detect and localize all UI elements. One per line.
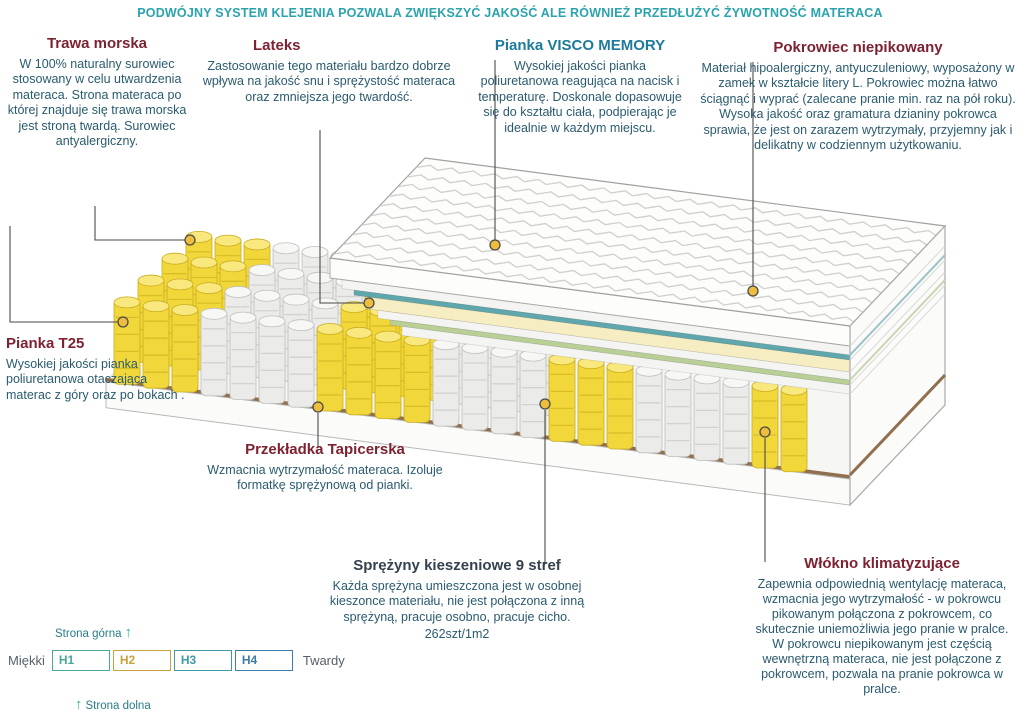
- section-przekladka: Przekładka Tapicerska Wzmacnia wytrzymał…: [203, 441, 447, 494]
- scale-soft-label: Miękki: [8, 653, 45, 668]
- leader-dot-sprezyny: [539, 398, 551, 410]
- arrow-up-icon: ↑: [75, 696, 83, 713]
- section-pianka-visco: Pianka VISCO MEMORY Wysokiej jakości pia…: [474, 37, 686, 136]
- section-title-pianka-visco: Pianka VISCO MEMORY: [494, 37, 666, 54]
- section-body-lateks: Zastosowanie tego materiału bardzo dobrz…: [202, 58, 456, 104]
- scale-box-h4: H4: [234, 650, 293, 671]
- section-body-trawa-morska: W 100% naturalny surowiec stosowany w ce…: [7, 56, 187, 149]
- section-pianka-t25: Pianka T25 Wysokiej jakości pianka poliu…: [6, 335, 188, 403]
- section-body-wlokno: Zapewnia odpowiednią wentylację materaca…: [755, 576, 1009, 696]
- scale-top-side-label: Strona górna: [55, 628, 122, 640]
- section-body-sprezyny: Każda sprężyna umieszczona jest w osobne…: [329, 578, 585, 624]
- quilting-zigzag: [333, 164, 937, 323]
- leader-dots: [117, 234, 771, 438]
- top-banner: PODWÓJNY SYSTEM KLEJENIA POZWALA ZWIĘKSZ…: [137, 6, 883, 20]
- leader-dot-pokrowiec: [747, 285, 759, 297]
- mattress-end-face: [849, 224, 946, 507]
- section-lateks: Lateks Zastosowanie tego materiału bardz…: [193, 37, 465, 105]
- scale-box-h3: H3: [173, 650, 232, 671]
- section-body-przekladka: Wzmacnia wytrzymałość materaca. Izoluje …: [207, 462, 443, 493]
- section-title-pianka-t25: Pianka T25: [6, 335, 85, 352]
- leader-dot-trawa-morska: [184, 234, 196, 246]
- leader-line-lateks: [319, 130, 364, 304]
- section-title-wlokno: Włókno klimatyzujące: [804, 555, 960, 572]
- section-title-przekladka: Przekładka Tapicerska: [245, 441, 405, 458]
- scale-box-h1: H1: [51, 650, 110, 671]
- scale-bottom-side: ↑Strona dolna: [72, 696, 151, 713]
- section-body-pianka-visco: Wysokiej jakości pianka poliuretanowa re…: [478, 58, 682, 135]
- scale-top-side: Strona górna↑: [55, 624, 135, 641]
- section-sprezyny: Sprężyny kieszeniowe 9 stref Każda spręż…: [328, 557, 586, 641]
- section-pokrowiec: Pokrowiec niepikowany Materiał hipoalerg…: [700, 39, 1016, 154]
- mattress-cutaway: [104, 157, 947, 507]
- section-trawa-morska: Trawa morska W 100% naturalny surowiec s…: [4, 35, 190, 150]
- hardness-scale: Miękki H1 H2 H3 H4 Twardy: [8, 650, 345, 671]
- scale-hard-label: Twardy: [302, 653, 345, 668]
- arrow-up-icon: ↑: [124, 624, 133, 641]
- section-body-pokrowiec: Materiał hipoalergiczny, antyuczuleniowy…: [700, 60, 1016, 153]
- leader-line-pianka-t25: [9, 226, 118, 323]
- scale-bottom-side-label: Strona dolna: [85, 700, 151, 712]
- springs-density-spec: 262szt/1m2: [424, 627, 490, 641]
- leader-dot-wlokno: [759, 426, 771, 438]
- leader-dot-lateks: [363, 297, 375, 309]
- leader-dot-visco: [489, 239, 501, 251]
- section-title-pokrowiec: Pokrowiec niepikowany: [773, 39, 943, 56]
- section-title-sprezyny: Sprężyny kieszeniowe 9 stref: [353, 557, 561, 574]
- section-wlokno: Włókno klimatyzujące Zapewnia odpowiedni…: [748, 555, 1016, 697]
- leader-dot-przekladka: [312, 401, 324, 413]
- leader-lines: [9, 60, 771, 564]
- section-body-pianka-t25: Wysokiej jakości pianka poliuretanowa ot…: [6, 356, 185, 402]
- scale-box-h2: H2: [112, 650, 171, 671]
- leader-dot-pianka-t25: [117, 316, 129, 328]
- leader-line-trawa-morska: [94, 206, 186, 241]
- section-title-lateks: Lateks: [253, 37, 301, 54]
- section-title-trawa-morska: Trawa morska: [46, 35, 148, 52]
